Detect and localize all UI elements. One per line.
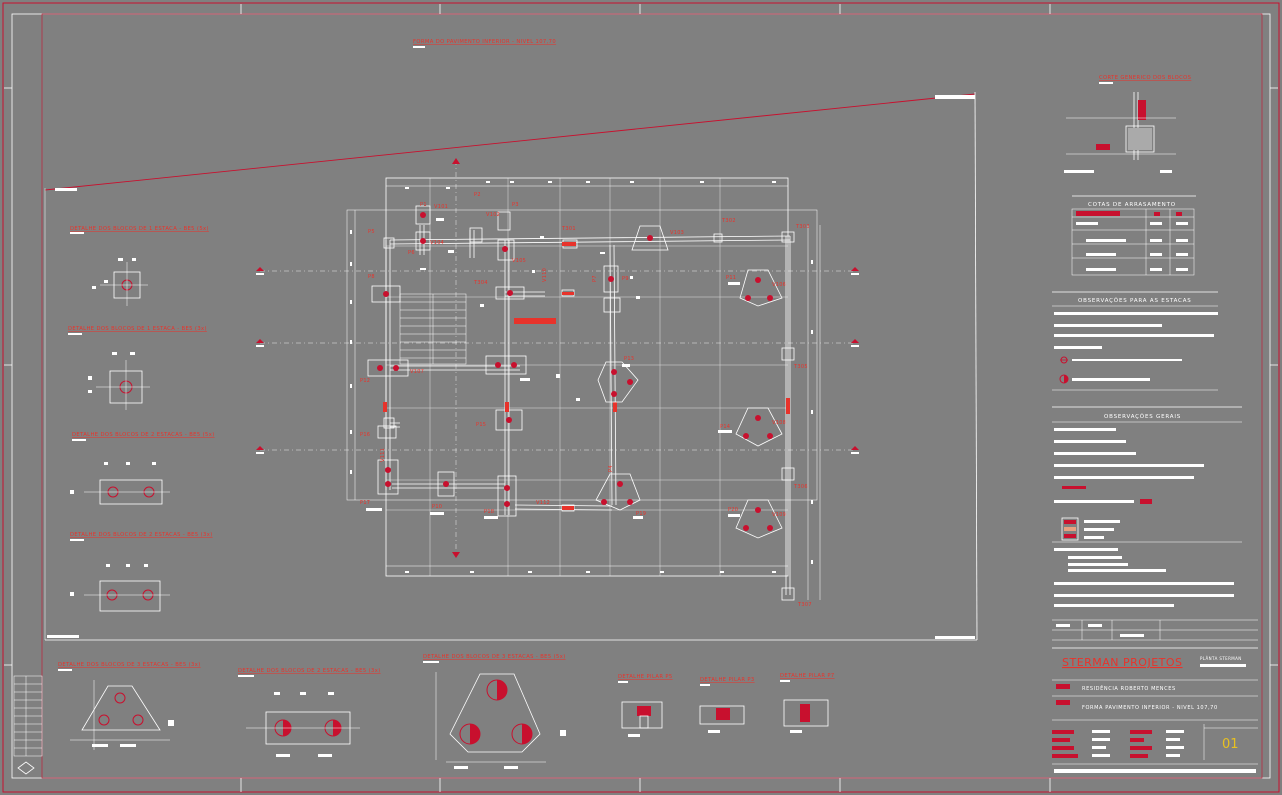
label-p16: P16	[360, 432, 370, 438]
label-v108: V108	[772, 420, 786, 426]
label-t305: T305	[793, 364, 808, 370]
detail-title-2: DETALHE DOS BLOCOS DE 1 ESTACA - BE5 (3x…	[68, 326, 207, 332]
label-p4: P4	[608, 465, 614, 472]
label-t302: T302	[721, 218, 736, 224]
label-p1: P1	[420, 202, 427, 208]
label-p15: P15	[476, 422, 486, 428]
drawing-subtitle: FORMA PAVIMENTO INFERIOR - NIVEL 107,70	[1082, 705, 1218, 711]
label-p10: P10	[432, 504, 442, 510]
label-t301: T301	[561, 226, 576, 232]
label-v111: V111	[380, 448, 386, 462]
detail-title-7: DETALHE DOS BLOCOS DE 3 ESTACAS - BE5 (5…	[423, 654, 566, 660]
obs-estacas-title: OBSERVAÇÕES PARA AS ESTACAS	[1078, 297, 1192, 304]
label-p18: P18	[484, 509, 494, 515]
label-p13: P13	[624, 356, 634, 362]
label-v101: V101	[434, 204, 448, 210]
detail-title-1: DETALHE DOS BLOCOS DE 1 ESTACA - BE5 (5x…	[70, 226, 209, 232]
label-t307: T307	[797, 602, 812, 608]
detail-title-5: DETALHE DOS BLOCOS DE 3 ESTACAS - BE5 (3…	[58, 662, 201, 668]
label-p6: P6	[408, 250, 415, 256]
label-v110: V110	[542, 268, 548, 282]
label-v104: V104	[430, 240, 444, 246]
floor-plan: P1 P2 P3 P5 P6 P8 P9 P11 P12 P13 P14 P15…	[256, 158, 859, 608]
label-p8: P8	[368, 274, 375, 280]
label-p17: P17	[360, 500, 370, 506]
label-v105: V105	[512, 258, 526, 264]
cotas-title: COTAS DE ARRASAMENTO	[1088, 202, 1176, 208]
detail-title-10: DETALHE PILAR P7	[780, 673, 835, 679]
label-p3: P3	[512, 202, 519, 208]
detail-title-6: DETALHE DOS BLOCOS DE 2 ESTACAS - BE5 (3…	[238, 668, 381, 674]
lot-boundary	[44, 91, 978, 641]
sheet-number: 01	[1222, 737, 1239, 752]
label-t304: T304	[473, 280, 488, 286]
label-p9: P9	[622, 276, 629, 282]
label-v102: V102	[486, 212, 500, 218]
detail-title-4: DETALHE DOS BLOCOS DE 2 ESTACAS - BE5 (3…	[70, 532, 213, 538]
pile-blocks	[367, 205, 795, 601]
label-p14: P14	[720, 424, 730, 430]
label-v112: V112	[536, 500, 550, 506]
label-v107: V107	[410, 369, 424, 375]
detail-title-3: DETALHE DOS BLOCOS DE 2 ESTACAS - BE5 (5…	[72, 432, 215, 438]
label-v109: V109	[772, 512, 786, 518]
obs-gerais-title: OBSERVAÇÕES GERAIS	[1104, 413, 1181, 420]
label-p7: P7	[592, 275, 598, 282]
sheet-label: PLÂNTA STERMAN	[1200, 656, 1242, 661]
label-v103: V103	[670, 230, 684, 236]
label-p11: P11	[726, 275, 736, 281]
bottom-details: DETALHE DOS BLOCOS DE 3 ESTACAS - BE5 (3…	[13, 654, 835, 775]
label-v106: V106	[772, 282, 786, 288]
title-block-panel: CORTE GENERICO DOS BLOCOS COTAS DE ARRAS…	[1052, 75, 1258, 773]
label-p20: P20	[728, 507, 738, 513]
company-name: STERMAN PROJETOS	[1062, 656, 1183, 669]
section-title: CORTE GENERICO DOS BLOCOS	[1099, 75, 1191, 81]
label-p12: P12	[360, 378, 370, 384]
detail-title-9: DETALHE PILAR P3	[700, 677, 755, 683]
label-t306: T306	[793, 484, 808, 490]
main-title: FORMA DO PAVIMENTO INFERIOR - NIVEL 107,…	[413, 39, 556, 45]
label-t303: T303	[795, 224, 810, 230]
label-p19: P19	[636, 511, 646, 517]
detail-title-8: DETALHE PILAR P5	[618, 674, 673, 680]
project-name: RESIDÊNCIA ROBERTO MENCES	[1082, 684, 1176, 692]
label-p5: P5	[368, 229, 375, 235]
left-details: DETALHE DOS BLOCOS DE 1 ESTACA - BE5 (5x…	[68, 226, 215, 612]
label-p2: P2	[474, 192, 481, 198]
